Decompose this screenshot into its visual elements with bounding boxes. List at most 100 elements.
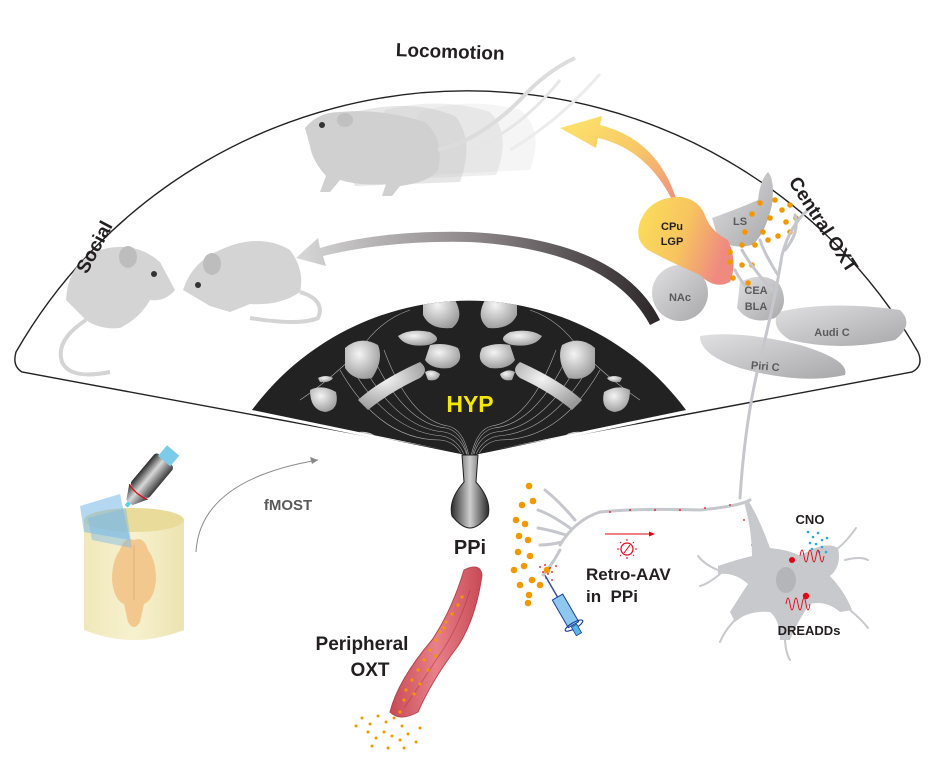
ppi-axon-terminals <box>536 488 752 577</box>
oxt-terminal-dot <box>742 229 748 235</box>
oxt-terminal-dot <box>727 259 733 265</box>
cno-molecule <box>811 535 815 539</box>
microscope-objective-icon <box>124 445 180 508</box>
hypothalamus-fan-edge-left <box>251 411 471 458</box>
region-audi-c <box>775 305 907 346</box>
cno-molecule <box>820 538 824 542</box>
ppi-oxt-terminal <box>528 576 536 584</box>
neuron-nucleus <box>776 567 796 593</box>
released-oxt-particle <box>414 740 418 744</box>
ppi-oxt-terminal <box>525 482 533 490</box>
locomotion-label: Locomotion <box>396 40 505 65</box>
cno-molecule <box>814 542 818 546</box>
bla-label: BLA <box>745 301 768 313</box>
cno-molecule <box>825 536 829 540</box>
cno-molecule <box>824 550 828 554</box>
hypothalamus-fan <box>252 300 686 455</box>
central-axon-branch <box>733 268 767 307</box>
ppi-oxt-terminal <box>520 562 528 570</box>
cpu-label: CPu <box>661 221 683 233</box>
oxt-terminal-dot <box>752 242 758 248</box>
region-nac <box>652 265 708 321</box>
oxt-particle <box>404 688 408 692</box>
hypothalamic-nucleus <box>607 376 622 383</box>
virus-mark <box>609 511 611 513</box>
virus-mark <box>704 507 706 509</box>
oxt-particle <box>428 648 432 652</box>
released-oxt-particle <box>392 716 396 720</box>
dreadds-label: DREADDs <box>778 623 841 638</box>
released-oxt-particle <box>370 744 374 748</box>
lgp-label: LGP <box>661 236 684 248</box>
cno-molecule <box>810 547 814 551</box>
oxt-terminal-dot <box>727 249 733 255</box>
released-oxt-particle <box>354 724 358 728</box>
hypothalamic-nucleus <box>500 370 515 381</box>
retro-aav-label-line2: in PPi <box>586 587 638 606</box>
oxt-particle <box>442 626 446 630</box>
running-mouse <box>305 56 602 196</box>
hypothalamic-nucleus <box>603 387 630 412</box>
released-oxt-particle <box>382 730 386 734</box>
hypothalamic-nucleus <box>502 330 542 346</box>
oxt-particle <box>410 678 414 682</box>
social-mouse-right <box>183 241 322 324</box>
released-oxt-particle <box>402 746 406 750</box>
hypothalamic-nucleus <box>515 362 582 410</box>
retrograde-arrowhead <box>649 531 655 537</box>
injected-virus-particle <box>544 564 546 566</box>
virus-mark <box>729 504 731 506</box>
oxt-terminal-dot <box>772 197 778 203</box>
audi-c-label: Audi C <box>814 327 849 339</box>
ppi-oxt-terminal <box>525 591 533 599</box>
virus-mark <box>629 509 631 511</box>
oxt-particle <box>422 658 426 662</box>
ls-label: LS <box>733 216 747 228</box>
oxt-terminal-dot <box>749 211 755 217</box>
peripheral-oxt-particles <box>354 595 464 750</box>
released-oxt-particle <box>386 746 390 750</box>
virus-mark <box>654 509 656 511</box>
oxt-particle <box>444 620 448 624</box>
hypothalamic-nucleus <box>345 340 380 379</box>
central-axon-trunk <box>738 208 810 500</box>
oxt-terminal-dot <box>745 280 751 286</box>
oxt-particle <box>460 595 464 599</box>
pituitary-stalk <box>450 454 490 529</box>
released-oxt-particle <box>376 714 380 718</box>
piri-c-label: Piri C <box>750 360 780 374</box>
injected-virus-particle <box>547 573 549 575</box>
hypothalamic-nucleus <box>425 344 461 369</box>
released-oxt-particle <box>406 732 410 736</box>
released-oxt-particle <box>374 736 378 740</box>
injected-virus-particle <box>549 567 551 569</box>
central-axon-branch <box>740 248 774 292</box>
oxt-particle <box>398 710 402 714</box>
ppi-axon-branch <box>543 488 577 522</box>
syringe-barrel <box>551 593 580 629</box>
oxt-particle <box>456 603 460 607</box>
ppi-oxt-terminal <box>518 501 526 509</box>
dreadd-receptor-upper <box>789 549 825 563</box>
hypothalamic-nucleus <box>398 330 438 346</box>
released-oxt-particle <box>384 720 388 724</box>
peripheral-oxt-label-line2: OXT <box>350 660 389 681</box>
central-oxt-regions <box>638 172 907 379</box>
fmost-imaging-setup <box>80 445 184 640</box>
cno-molecule <box>806 530 810 534</box>
oxt-terminal-dot <box>767 215 773 221</box>
ppi-oxt-terminal <box>526 552 534 560</box>
ppi-axon-branch <box>536 526 568 537</box>
hypothalamic-nucleus <box>318 376 333 383</box>
oxt-terminal-dot <box>760 229 766 235</box>
cpu-to-locomotion-arrow <box>560 116 678 208</box>
ppi-oxt-terminal <box>543 566 551 574</box>
light-sheet <box>88 508 132 548</box>
syringe-plunger <box>570 623 583 637</box>
ppi-oxt-terminal <box>524 536 532 544</box>
cea-label: CEA <box>744 285 767 297</box>
oxt-terminal-dot <box>783 219 789 225</box>
syringe-needle <box>544 574 559 598</box>
cno-molecules <box>806 530 829 554</box>
